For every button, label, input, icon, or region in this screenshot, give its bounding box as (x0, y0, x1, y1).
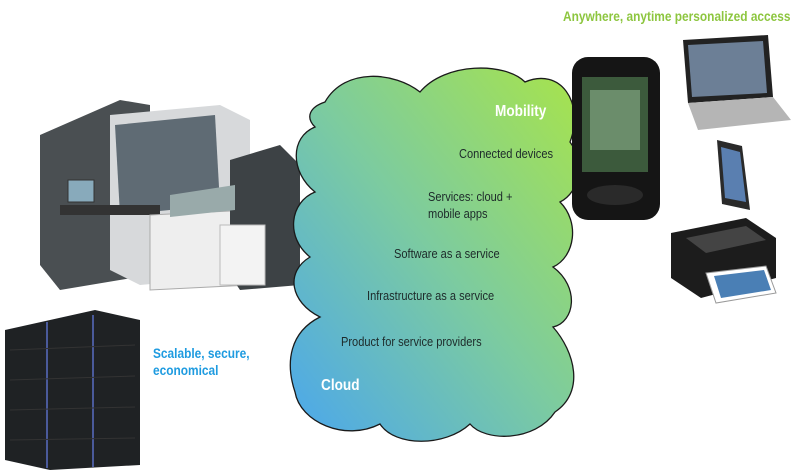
top-caption: Anywhere, anytime personalized access (563, 8, 791, 24)
layer-iaas: Infrastructure as a service (367, 288, 495, 303)
layer-product-providers: Product for service providers (341, 334, 482, 349)
layer-services-line2: mobile apps (428, 206, 488, 221)
side-caption-line2: economical (153, 362, 219, 378)
side-caption-line1: Scalable, secure, (153, 345, 250, 361)
layer-connected-devices: Connected devices (459, 146, 553, 161)
industrial-printer-image (40, 100, 300, 291)
server-rack-image (5, 310, 140, 470)
cloud-bottom-label: Cloud (321, 377, 360, 394)
laptop-image (683, 35, 791, 130)
cloud-shape (289, 67, 580, 442)
photo-printer-image (671, 218, 777, 304)
layer-services-line1: Services: cloud + (428, 189, 513, 204)
tablet-image (717, 140, 750, 210)
cloud-top-label: Mobility (495, 103, 547, 120)
smartphone-image (572, 57, 660, 220)
layer-saas: Software as a service (394, 246, 500, 261)
